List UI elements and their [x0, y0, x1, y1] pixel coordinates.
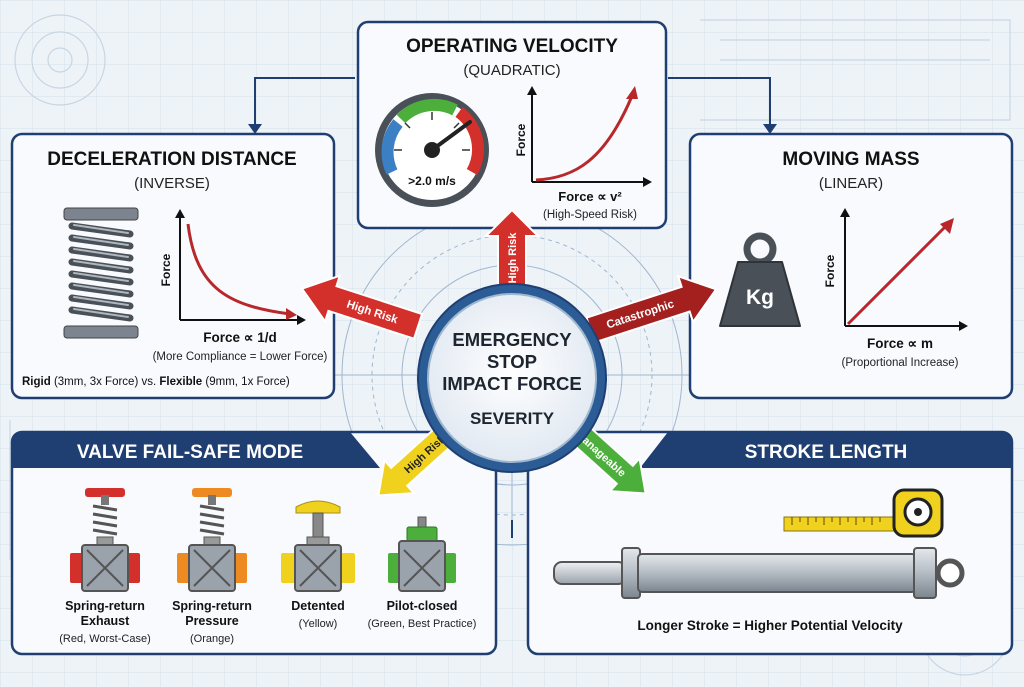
valve-red-name-1: Spring-return [65, 599, 145, 613]
pneumatic-cylinder-icon [553, 547, 965, 599]
valve-green-name-1: Pilot-closed [387, 599, 458, 613]
valve-orange-note: (Orange) [190, 633, 234, 645]
deceleration-note: (More Compliance = Lower Force) [153, 351, 328, 363]
arrow-top-label: High Risk [507, 232, 519, 284]
valve-red-name-2: Exhaust [81, 614, 130, 628]
valve-icon-green [388, 516, 456, 592]
velocity-axis-label: Force [514, 123, 528, 156]
stroke-caption: Longer Stroke = Higher Potential Velocit… [637, 618, 903, 633]
velocity-note: (High-Speed Risk) [543, 209, 637, 221]
compare-flexible-detail: (9mm, 1x Force) [202, 376, 290, 388]
valve-yellow-name-1: Detented [291, 599, 344, 613]
compare-flexible: Flexible [159, 376, 202, 388]
velocity-panel: OPERATING VELOCITY (QUADRATIC) >2.0 m/s [356, 20, 668, 230]
deceleration-subtitle: (INVERSE) [134, 175, 210, 192]
valve-icon-orange [177, 488, 247, 592]
tape-measure-icon [783, 488, 944, 538]
valve-labels: Spring-return Exhaust (Red, Worst-Case) … [59, 599, 476, 645]
valve-icon-red [70, 488, 140, 592]
valve-orange-name-2: Pressure [185, 614, 239, 628]
mass-panel: MOVING MASS (LINEAR) Kg Force Force ∝ m … [688, 132, 1014, 400]
stroke-title: STROKE LENGTH [745, 442, 908, 463]
valve-red-note: (Red, Worst-Case) [59, 633, 150, 645]
mass-subtitle: (LINEAR) [819, 175, 883, 192]
valve-icon-yellow [281, 500, 355, 592]
deceleration-formula: Force ∝ 1/d [203, 330, 276, 345]
weight-label: Kg [746, 286, 774, 309]
mass-formula: Force ∝ m [867, 336, 933, 351]
compare-rigid-detail: (3mm, 3x Force) vs. [51, 376, 160, 388]
deceleration-comparison: Rigid (3mm, 3x Force) vs. Flexible (9mm,… [22, 376, 290, 388]
deceleration-axis-label: Force [159, 253, 173, 286]
deceleration-panel: DECELERATION DISTANCE (INVERSE) [10, 132, 336, 400]
speedometer-icon: >2.0 m/s [375, 93, 489, 207]
connectors [254, 77, 771, 538]
mass-axis-label: Force [823, 254, 837, 287]
center-line-3: IMPACT FORCE [442, 373, 581, 394]
mass-title: MOVING MASS [782, 149, 919, 170]
spring-icon [63, 207, 139, 339]
velocity-subtitle: (QUADRATIC) [463, 62, 560, 79]
valve-panel: VALVE FAIL-SAFE MODE [10, 430, 498, 656]
center-hub: EMERGENCY STOP IMPACT FORCE SEVERITY [417, 283, 607, 473]
connector-arrowhead-left [248, 124, 262, 134]
compare-rigid: Rigid [22, 376, 51, 388]
valve-orange-name-1: Spring-return [172, 599, 252, 613]
gauge-label: >2.0 m/s [408, 174, 456, 188]
center-severity: SEVERITY [470, 409, 555, 428]
stroke-panel: STROKE LENGTH Longer Stroke = Hig [526, 430, 1014, 656]
mass-chart: Force [823, 208, 968, 331]
mass-note: (Proportional Increase) [842, 357, 959, 369]
center-line-2: STOP [487, 351, 537, 372]
velocity-chart: Force [514, 86, 652, 187]
connector-arrowhead-right [763, 124, 777, 134]
deceleration-title: DECELERATION DISTANCE [47, 149, 296, 170]
kettlebell-weight-icon: Kg [719, 232, 801, 327]
valve-title: VALVE FAIL-SAFE MODE [77, 442, 303, 463]
deceleration-chart: Force [159, 209, 306, 325]
velocity-title: OPERATING VELOCITY [406, 36, 618, 57]
arrow-left-high-risk: High Risk [300, 274, 424, 340]
arrow-top-high-risk: High Risk [483, 208, 541, 291]
valve-green-note: (Green, Best Practice) [368, 618, 477, 630]
velocity-formula: Force ∝ v² [558, 189, 622, 204]
center-line-1: EMERGENCY [452, 329, 572, 350]
valve-yellow-note: (Yellow) [299, 618, 338, 630]
